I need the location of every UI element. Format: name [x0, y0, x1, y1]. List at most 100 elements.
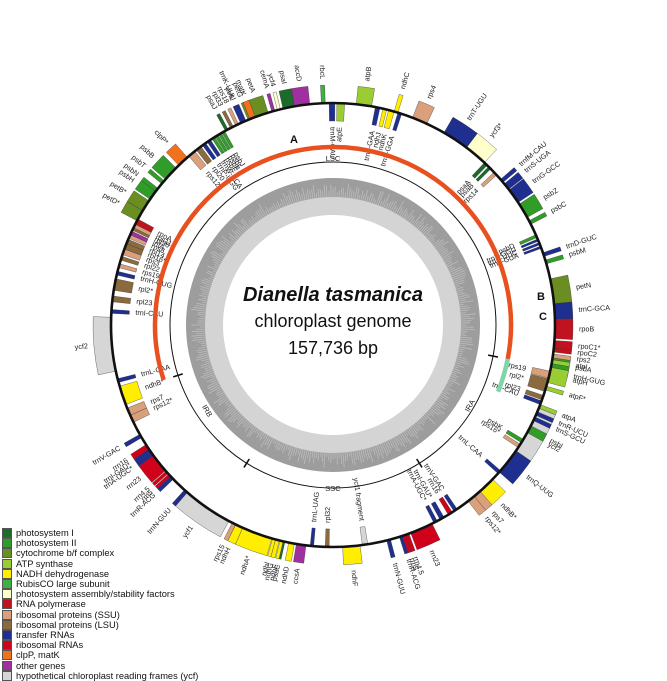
gene-label: trnN-GUU — [391, 562, 408, 595]
gene-block — [325, 528, 330, 548]
legend-label: transfer RNAs — [16, 629, 75, 640]
gene-block — [116, 271, 136, 280]
legend-label: RubisCO large subunit — [16, 579, 110, 590]
gene-block — [359, 526, 368, 546]
legend-swatch — [2, 579, 12, 590]
legend-item: clpP, matK — [2, 650, 282, 661]
legend-swatch — [2, 619, 12, 630]
gene-block — [545, 254, 564, 265]
legend-item: photosystem II — [2, 538, 282, 549]
legend-item: hypothetical chloroplast reading frames … — [2, 670, 282, 681]
legend-label: cytochrome b/f complex — [16, 548, 115, 559]
gene-block — [542, 246, 562, 257]
gene-label: rpl2* — [138, 284, 154, 296]
gene-label: petN — [575, 280, 591, 291]
gene-block — [309, 527, 316, 547]
gene-label: rps2 — [576, 354, 591, 365]
gene-label: rpoC1* — [578, 341, 601, 352]
legend-label: photosystem I — [16, 528, 74, 539]
gene-block — [293, 543, 307, 564]
legend-swatch — [2, 538, 12, 549]
legend-swatch — [2, 609, 12, 620]
gene-label: ndhE — [267, 563, 280, 582]
gene-label: trnT-UGU — [465, 91, 489, 122]
legend-label: ribosomal RNAs — [16, 640, 84, 651]
gene-label: atpH — [572, 375, 589, 387]
gene-label: psaC — [270, 564, 283, 582]
legend-item: ribosomal RNAs — [2, 640, 282, 651]
gene-label: rrn5 — [408, 557, 421, 572]
gene-label: ndhG — [262, 562, 275, 582]
legend-swatch — [2, 670, 12, 681]
legend-swatch — [2, 640, 12, 651]
region-label-ira: IRA — [463, 398, 477, 413]
legend-swatch — [2, 650, 12, 661]
legend-item: ATP synthase — [2, 558, 282, 569]
gene-label: trnL-CAA — [140, 362, 171, 378]
gene-label: psbZ — [541, 185, 560, 201]
ira-arc — [495, 358, 510, 393]
gene-label: ndhC — [398, 71, 412, 90]
legend-item: NADH dehydrogenase — [2, 568, 282, 579]
gene-block — [119, 381, 143, 405]
gene-label: rpoC2 — [577, 348, 597, 359]
gene-label: ycf1 fragment — [351, 477, 366, 521]
legend-label: ribosomal proteins (LSU) — [16, 619, 119, 630]
legend-item: transfer RNAs — [2, 629, 282, 640]
gene-block — [545, 385, 564, 396]
gene-block — [117, 374, 137, 383]
gene-block — [284, 542, 295, 562]
gene-label: rps4 — [424, 84, 438, 100]
gene-label: ndhI — [259, 561, 271, 577]
gene-label: trnL-CAA — [457, 433, 485, 459]
gene-block — [336, 102, 345, 122]
gene-label: rpl32 — [323, 507, 332, 523]
gene-label: ycf3* — [487, 121, 504, 139]
legend-swatch — [2, 660, 12, 671]
gene-label: petD* — [101, 191, 121, 208]
gene-label: rps19 — [508, 360, 528, 373]
gene-block — [328, 102, 336, 122]
legend-swatch — [2, 568, 12, 579]
gene-block — [118, 263, 138, 273]
gene-block — [112, 295, 131, 304]
gene-label: ndhJ — [371, 131, 383, 149]
gene-block — [553, 301, 574, 320]
region-ring — [169, 161, 497, 489]
gene-label: atpF* — [568, 390, 587, 404]
marker-a: A — [290, 134, 298, 146]
gene-label: accD — [293, 64, 304, 81]
gc-content-ring — [186, 178, 480, 472]
gene-block — [392, 112, 402, 132]
gene-label: ycf2 — [74, 341, 88, 351]
region-boundaries — [172, 354, 499, 468]
legend-label: clpP, matK — [16, 650, 60, 661]
legend-swatch — [2, 599, 12, 610]
legend-label: ATP synthase — [16, 558, 74, 569]
gene-label: trnC-GCA — [578, 303, 610, 314]
gene-block — [342, 545, 363, 565]
gene-label: atpI — [575, 361, 588, 372]
gene-label: ccsA — [290, 568, 301, 585]
genome-size: 157,736 bp — [287, 338, 379, 358]
legend-label: hypothetical chloroplast reading frames … — [16, 670, 199, 681]
gene-label: ndhD — [279, 566, 291, 585]
region-label-ssc: SSC — [325, 484, 341, 493]
gene-label: rpoB — [579, 324, 595, 333]
gene-block — [123, 434, 142, 448]
legend-label: RNA polymerase — [16, 599, 86, 610]
gene-label: psbC — [549, 199, 568, 215]
legend-swatch — [2, 589, 12, 600]
gene-label: trnL-UAG — [309, 491, 321, 522]
gene-label: clpP* — [153, 128, 171, 147]
legend-swatch — [2, 629, 12, 640]
legend-label: ribosomal proteins (SSU) — [16, 609, 120, 620]
gene-block — [320, 84, 326, 104]
gene-label: atpB — [362, 66, 373, 82]
genome-backbone — [109, 101, 557, 549]
gene-label: rpl23 — [136, 297, 153, 308]
gene-label: psbA — [575, 363, 593, 375]
gene-label: rrn23 — [428, 549, 443, 568]
gene-label: rpl2* — [508, 370, 525, 383]
